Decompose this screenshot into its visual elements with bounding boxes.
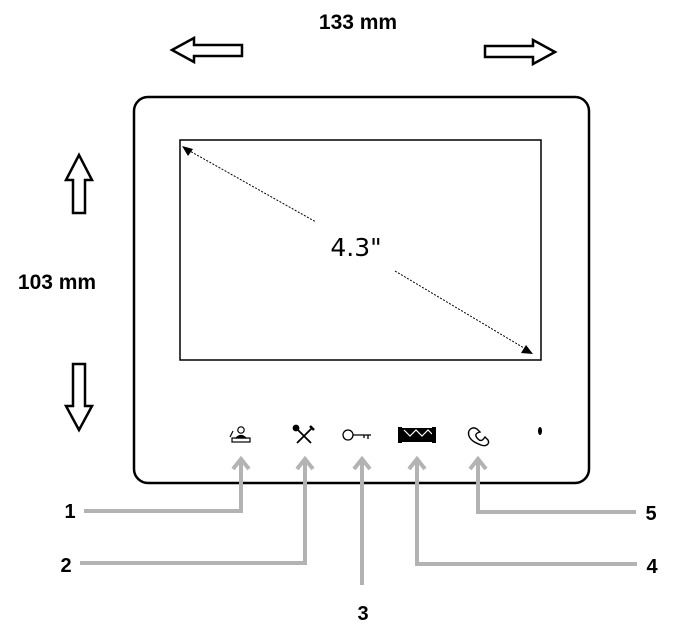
up-arrow-icon bbox=[63, 152, 95, 215]
down-arrow-icon bbox=[63, 362, 95, 433]
diagonal-arrowhead-top bbox=[182, 146, 193, 156]
door-gate-icon[interactable] bbox=[398, 427, 436, 443]
leader-lines bbox=[80, 462, 637, 585]
handset-icon[interactable] bbox=[467, 427, 490, 447]
width-dimension-label: 133 mm bbox=[319, 11, 397, 34]
button-number-1: 1 bbox=[64, 501, 75, 523]
leader-line-5 bbox=[476, 462, 636, 514]
leader-line-1 bbox=[84, 462, 243, 513]
button-number-5: 5 bbox=[645, 503, 656, 525]
height-dimension-label: 103 mm bbox=[18, 271, 96, 294]
leader-arrowheads bbox=[231, 455, 488, 471]
indicator-led bbox=[538, 427, 542, 435]
leader-line-4 bbox=[415, 462, 637, 566]
tools-icon[interactable] bbox=[292, 424, 315, 444]
user-monitor-icon[interactable] bbox=[229, 426, 251, 443]
right-arrow-icon bbox=[483, 37, 558, 67]
button-number-4: 4 bbox=[646, 556, 658, 578]
diagonal-arrowhead-bottom bbox=[521, 345, 533, 354]
button-number-3: 3 bbox=[357, 603, 368, 625]
monitor-screen bbox=[179, 139, 542, 361]
left-arrow-icon bbox=[169, 35, 244, 65]
screen-size-label: 4.3" bbox=[330, 233, 381, 262]
leader-line-2 bbox=[80, 462, 307, 565]
screen-diagonal bbox=[182, 146, 533, 354]
key-icon[interactable] bbox=[342, 429, 371, 441]
button-number-2: 2 bbox=[60, 555, 71, 577]
